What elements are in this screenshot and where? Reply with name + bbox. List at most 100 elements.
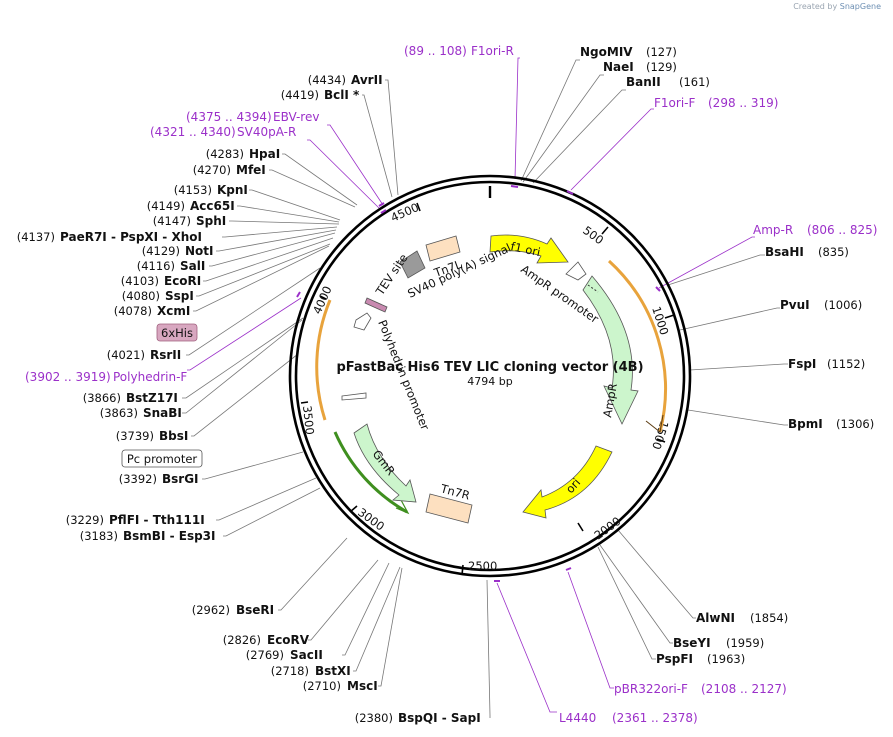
- primer-polyhedrin-f: Polyhedrin-F: [113, 370, 187, 384]
- left-leader-lines: [182, 79, 399, 537]
- site-snabi: SnaBI: [143, 406, 182, 420]
- site-pvui-pos: (1006): [824, 298, 862, 312]
- site-noti: NotI: [185, 244, 214, 258]
- primer-ebv-rev-range: (4375 .. 4394): [186, 110, 272, 124]
- site-bbsi: BbsI: [159, 429, 188, 443]
- site-sapi-pos: (2380): [355, 711, 393, 725]
- site-sapi: BspQI - SapI: [398, 711, 481, 725]
- site-bcli: BclI *: [324, 88, 360, 102]
- site-bsrgi-pos: (3392): [119, 472, 157, 486]
- site-ngomiv: NgoMIV: [580, 45, 633, 59]
- site-pvui: PvuI: [780, 298, 810, 312]
- site-bstz17i: BstZ17I: [126, 391, 178, 405]
- his-tag-marker: [364, 297, 388, 313]
- site-xhoi-pos: (4137): [17, 230, 55, 244]
- primer-sv40pa-r: SV40pA-R: [237, 125, 296, 139]
- site-alwni: AlwNI: [696, 611, 735, 625]
- primer-f1ori-f-range: (298 .. 319): [708, 96, 778, 110]
- tick-4500: 4500: [389, 200, 421, 225]
- f1-ori-arrow: [489, 234, 569, 264]
- site-fspi-pos: (1152): [827, 357, 865, 371]
- left-site-labels: (4434) AvrII (4419) BclI * (4283) HpaI (…: [17, 73, 383, 543]
- tev-site-label: TEV site: [372, 251, 410, 298]
- site-bseri-pos: (2962): [192, 603, 230, 617]
- primer-amp-r: Amp-R: [753, 223, 793, 237]
- polyhedrin-promoter-arrow: [341, 392, 367, 401]
- bottom-site-labels: (2962) BseRI (2826) EcoRV (2769) SacII (…: [192, 603, 481, 725]
- site-bcli-pos: (4419): [281, 88, 319, 102]
- site-bbsi-pos: (3739): [116, 429, 154, 443]
- tick-500: 500: [580, 223, 606, 247]
- site-sali-pos: (4116): [137, 259, 175, 273]
- site-avrii: AvrII: [351, 73, 383, 87]
- orange-arc-left: [315, 299, 332, 421]
- site-sspi: SspI: [165, 289, 194, 303]
- site-esp3i: BsmBI - Esp3I: [123, 529, 215, 543]
- map-title: pFastBac His6 TEV LIC cloning vector (4B…: [336, 360, 643, 375]
- site-bsahi: BsaHI: [765, 245, 804, 259]
- site-esp3i-pos: (3183): [80, 529, 118, 543]
- site-kpni-pos: (4153): [174, 183, 212, 197]
- ampr-promoter-arrow: [565, 261, 587, 281]
- primer-f1ori-r: F1ori-R: [471, 44, 514, 58]
- map-length: 4794 bp: [467, 375, 512, 388]
- sv40-polya-box: [399, 250, 426, 279]
- site-banii: BanII: [626, 75, 661, 89]
- site-bpmi: BpmI: [788, 417, 823, 431]
- site-tth111i-pos: (3229): [66, 513, 104, 527]
- site-kpni: KpnI: [217, 183, 248, 197]
- site-pspfi-pos: (1963): [707, 652, 745, 666]
- backbone-outer-ring: [288, 174, 692, 578]
- primer-labels: (89 .. 108) F1ori-R F1ori-F (298 .. 319)…: [25, 44, 877, 725]
- tev-site-arrow: [353, 312, 372, 331]
- primer-polyhedrin-f-range: (3902 .. 3919): [25, 370, 111, 384]
- site-fspi: FspI: [788, 357, 816, 371]
- site-msci: MscI: [347, 679, 378, 693]
- primer-pbr322ori-f: pBR322ori-F: [614, 682, 688, 696]
- site-bpmi-pos: (1306): [836, 417, 874, 431]
- gmr-arrow: [353, 423, 417, 503]
- orange-arc-right-head: [645, 414, 664, 433]
- primer-leader-lines: [187, 57, 755, 713]
- site-ngomiv-pos: (127): [646, 45, 677, 59]
- ampr-arrow: [582, 275, 639, 425]
- primer-l4440: L4440: [559, 711, 596, 725]
- site-sacii: SacII: [290, 648, 323, 662]
- ampr-label: AmpR: [600, 382, 620, 418]
- site-rsrii: RsrII: [150, 348, 181, 362]
- green-arc-left: [333, 431, 408, 514]
- site-sspi-pos: (4080): [122, 289, 160, 303]
- site-msci-pos: (2710): [303, 679, 341, 693]
- pc-promoter-label: Pc promoter: [127, 452, 198, 466]
- ori-arrow: [522, 445, 613, 519]
- scale-ticks: [300, 202, 675, 576]
- site-pspfi: PspFI: [656, 652, 693, 666]
- site-bseyi-pos: (1959): [726, 636, 764, 650]
- site-tth111i: PflFI - Tth111I: [109, 513, 205, 527]
- site-banii-pos: (161): [679, 75, 710, 89]
- site-sacii-pos: (2769): [246, 648, 284, 662]
- tick-4000: 4000: [310, 284, 335, 316]
- site-bseri: BseRI: [236, 603, 274, 617]
- green-arc-left-head: [395, 499, 410, 515]
- site-sphi-pos: (4147): [153, 214, 191, 228]
- bottom-leader-lines: [278, 537, 491, 718]
- site-hpai-pos: (4283): [206, 147, 244, 161]
- primer-f1ori-r-range: (89 .. 108): [404, 44, 467, 58]
- site-bstxi-pos: (2718): [271, 664, 309, 678]
- site-bsrgi: BsrGI: [162, 472, 199, 486]
- site-snabi-pos: (3863): [100, 406, 138, 420]
- pc-promoter-box: Pc promoter: [121, 449, 203, 468]
- site-alwni-pos: (1854): [750, 611, 788, 625]
- site-mfei: MfeI: [236, 163, 266, 177]
- tick-2500: 2500: [468, 559, 497, 573]
- tn7l-box: [425, 235, 461, 262]
- site-sphi: SphI: [196, 214, 226, 228]
- tick-1500: 1500: [649, 419, 671, 451]
- primer-f1ori-f: F1ori-F: [654, 96, 695, 110]
- site-xcmi: XcmI: [157, 304, 190, 318]
- primer-amp-r-range: (806 .. 825): [807, 223, 877, 237]
- right-leader-lines: [520, 59, 788, 660]
- right-site-labels: NgoMIV (127) NaeI (129) BanII (161) BsaH…: [580, 45, 874, 666]
